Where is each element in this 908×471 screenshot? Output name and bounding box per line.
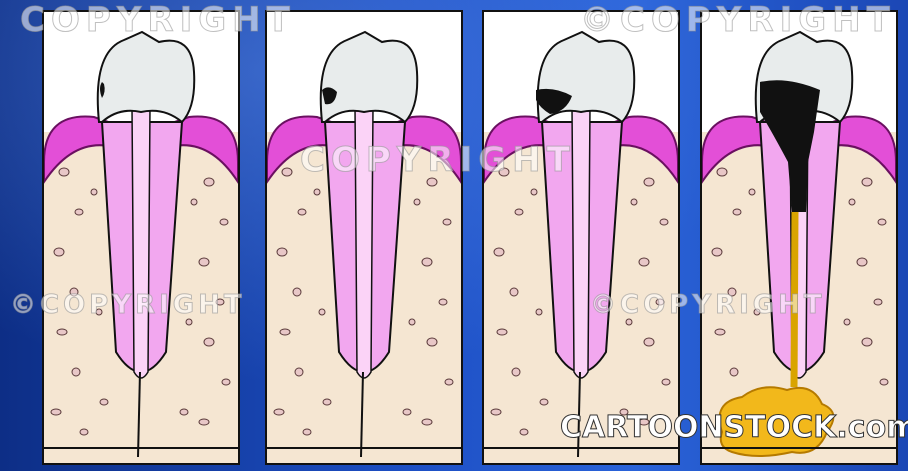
tooth-illustration-1 (44, 12, 238, 463)
watermark-brand: CARTOONSTOCK.com (560, 410, 908, 445)
pulp (132, 107, 150, 378)
tooth-illustration-2 (267, 12, 461, 463)
tooth-panel-2 (265, 10, 463, 465)
enamel-crown (98, 32, 195, 122)
pulp (572, 107, 590, 378)
infected-canal (794, 212, 795, 387)
tooth-panel-4 (700, 10, 898, 465)
tooth-panel-1 (42, 10, 240, 465)
tooth-illustration-4 (702, 12, 896, 463)
enamel-crown (321, 32, 418, 122)
tooth-panel-3 (482, 10, 680, 465)
tooth-illustration-3 (484, 12, 678, 463)
pulp (355, 107, 373, 378)
